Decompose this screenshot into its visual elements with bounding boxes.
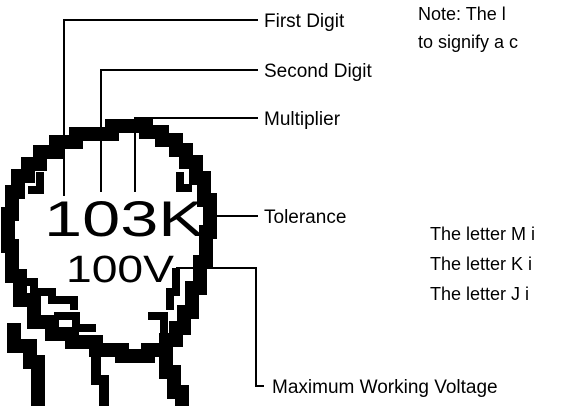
capacitor-body: [1, 119, 217, 363]
leader-first-digit: [63, 19, 258, 196]
label-first-digit: First Digit: [264, 11, 345, 32]
label-multiplier: Multiplier: [264, 109, 341, 130]
leader-second-digit: [100, 69, 258, 192]
tolerance-note-j: The letter J i: [430, 284, 529, 304]
capacitor-code: 103K: [44, 191, 204, 247]
label-max-voltage: Maximum Working Voltage: [272, 377, 498, 398]
voltage-rating: 100V: [66, 249, 175, 291]
note-line-1: Note: The l: [418, 4, 506, 24]
leader-max-voltage: [176, 267, 264, 387]
leader-multiplier: [134, 117, 258, 192]
tolerance-note-k: The letter K i: [430, 254, 532, 274]
leader-lines: [63, 19, 264, 387]
label-second-digit: Second Digit: [264, 61, 372, 82]
note-line-2: to signify a c: [418, 32, 518, 52]
capacitor-leads: [7, 323, 189, 406]
tolerance-note-m: The letter M i: [430, 224, 535, 244]
label-tolerance: Tolerance: [264, 207, 346, 228]
